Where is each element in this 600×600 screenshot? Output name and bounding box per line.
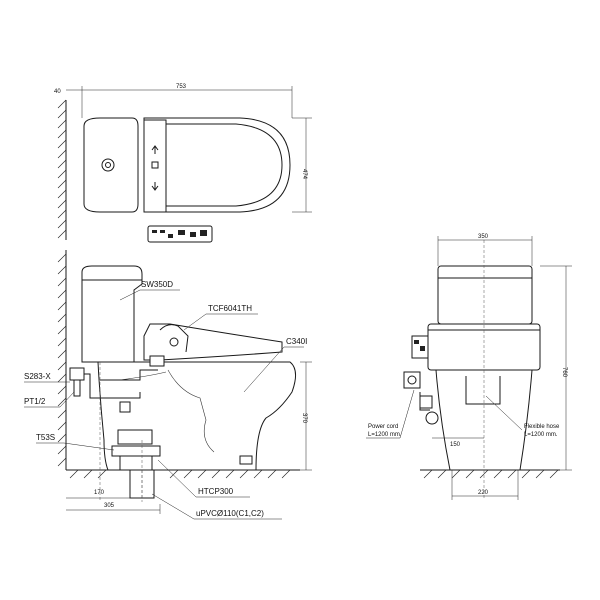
- label-tank: SW350D: [141, 280, 173, 289]
- drain-pipe: [129, 469, 155, 499]
- front-view: Power cord L=1200 mm. Flexible hose L=12…: [366, 234, 572, 500]
- dim-supply-from-wall: 305: [104, 503, 115, 509]
- side-view: SW350D TCF6041TH C340I S283-X PT1/2 T53S…: [24, 250, 312, 520]
- label-flange: HTCP300: [198, 487, 234, 496]
- side-floor-hatch: [69, 469, 291, 479]
- power-cord-length: L=1200 mm.: [368, 432, 402, 438]
- front-floor-hatch: [423, 469, 559, 479]
- label-stop-valve: S283-X: [24, 372, 51, 381]
- top-view: 40 753 474: [54, 84, 312, 243]
- hinge-icon: [169, 337, 179, 347]
- side-wall-hatch: [57, 253, 67, 467]
- power-socket-icon: [403, 371, 421, 389]
- arrow-icons: [151, 145, 159, 191]
- label-supply-pipe: T53S: [36, 433, 55, 442]
- bowl-side-outline: [97, 361, 296, 471]
- dim-tank-width: 350: [478, 234, 489, 240]
- flush-button-icon: [101, 158, 115, 172]
- tank-side-outline: [81, 265, 143, 363]
- dim-outlet-offset: 150: [450, 442, 461, 448]
- label-seat: TCF6041TH: [208, 304, 252, 313]
- stop-valve: [69, 367, 85, 381]
- tank-front-outline: [437, 265, 533, 325]
- remote-buttons: [152, 230, 207, 238]
- dim-overall-length: 753: [176, 84, 187, 90]
- dim-base-width: 220: [478, 490, 489, 496]
- seat-side-outline: [143, 323, 283, 361]
- power-cord-title: Power cord: [368, 424, 398, 430]
- hose-title: Flexible hose: [524, 424, 560, 430]
- label-pipe-thread: PT1/2: [24, 397, 46, 406]
- dim-bowl-height: 370: [301, 413, 307, 424]
- hose-length: L=1200 mm.: [524, 432, 558, 438]
- drain-flange: [117, 429, 153, 445]
- label-bowl: C340I: [286, 337, 307, 346]
- supply-line: [76, 373, 141, 399]
- seat-top-outline: [143, 117, 291, 213]
- label-drain-pipe: uPVCØ110(C1,C2): [196, 509, 264, 518]
- dim-total-height: 760: [561, 367, 567, 378]
- hose-line: [465, 376, 501, 405]
- seat-hinge-panel: [143, 119, 167, 213]
- dim-outlet-from-wall: 170: [94, 490, 105, 496]
- dim-width: 474: [301, 169, 307, 180]
- dim-wall-offset: 40: [54, 89, 61, 95]
- top-wall-hatch: [57, 99, 67, 239]
